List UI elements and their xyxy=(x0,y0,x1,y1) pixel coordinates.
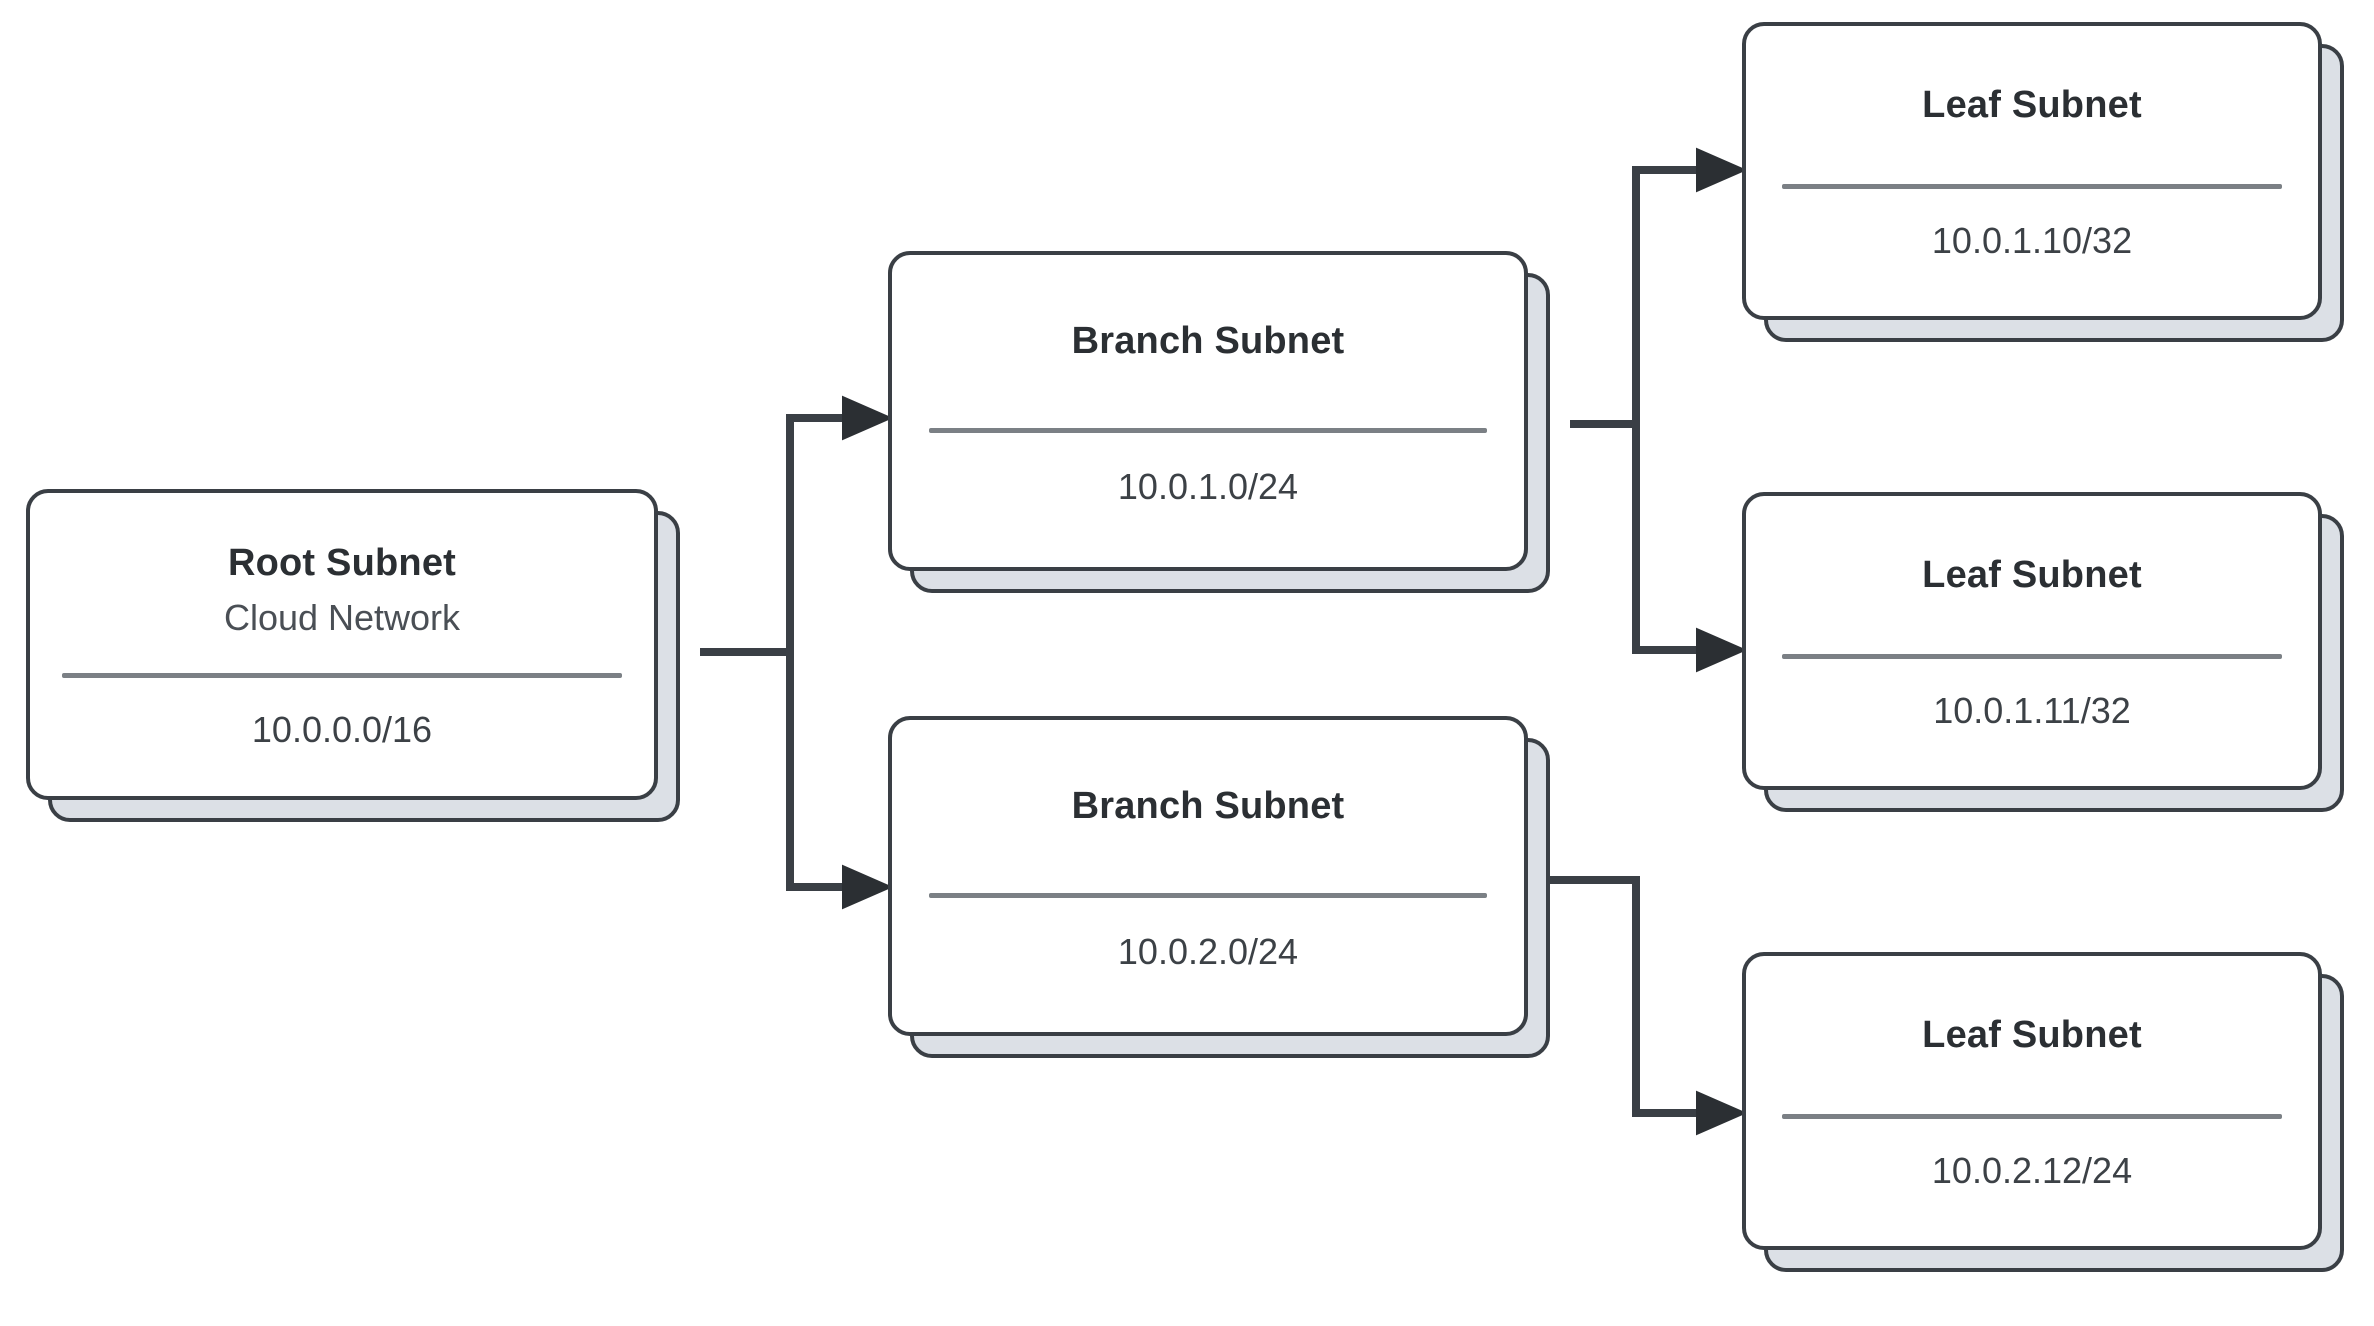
node-divider xyxy=(1782,183,2282,189)
node-divider xyxy=(1782,1113,2282,1119)
node-cidr: 10.0.1.10/32 xyxy=(1931,219,2133,261)
card-body: Branch Subnet 10.0.1.0/24 xyxy=(888,251,1528,571)
node-subtitle: Cloud Network xyxy=(223,596,461,638)
card-body: Leaf Subnet 10.0.1.11/32 xyxy=(1742,492,2322,790)
node-leaf-subnet-2[interactable]: Leaf Subnet 10.0.1.11/32 xyxy=(1742,492,2344,812)
edge-root-to-branch-2 xyxy=(786,652,894,910)
node-branch-subnet-2[interactable]: Branch Subnet 10.0.2.0/24 xyxy=(888,716,1550,1058)
node-cidr: 10.0.2.12/24 xyxy=(1931,1149,2133,1191)
node-title: Branch Subnet xyxy=(1071,320,1345,363)
node-title: Leaf Subnet xyxy=(1922,1014,2142,1057)
node-branch-subnet-1[interactable]: Branch Subnet 10.0.1.0/24 xyxy=(888,251,1550,593)
node-title: Root Subnet xyxy=(227,541,457,584)
node-cidr: 10.0.1.0/24 xyxy=(1117,465,1299,507)
card-body: Leaf Subnet 10.0.1.10/32 xyxy=(1742,22,2322,320)
edge-branch-2-to-leaf-3 xyxy=(1550,876,1748,1136)
card-body: Root Subnet Cloud Network 10.0.0.0/16 xyxy=(26,489,658,800)
node-title: Branch Subnet xyxy=(1071,785,1345,828)
card-body: Leaf Subnet 10.0.2.12/24 xyxy=(1742,952,2322,1250)
node-cidr: 10.0.2.0/24 xyxy=(1117,930,1299,972)
edge-branch-1-to-leaf-2 xyxy=(1632,424,1748,673)
node-divider xyxy=(1782,653,2282,659)
node-cidr: 10.0.0.0/16 xyxy=(251,708,433,750)
node-title: Leaf Subnet xyxy=(1922,554,2142,597)
node-leaf-subnet-1[interactable]: Leaf Subnet 10.0.1.10/32 xyxy=(1742,22,2344,342)
edge-root-to-branch-1 xyxy=(786,395,894,652)
node-title: Leaf Subnet xyxy=(1922,84,2142,127)
node-divider xyxy=(929,892,1487,898)
card-body: Branch Subnet 10.0.2.0/24 xyxy=(888,716,1528,1036)
node-leaf-subnet-3[interactable]: Leaf Subnet 10.0.2.12/24 xyxy=(1742,952,2344,1272)
node-divider xyxy=(62,672,622,678)
node-cidr: 10.0.1.11/32 xyxy=(1933,689,2131,731)
edge-branch-1-to-leaf-1 xyxy=(1632,147,1748,424)
node-divider xyxy=(929,427,1487,433)
node-root-subnet[interactable]: Root Subnet Cloud Network 10.0.0.0/16 xyxy=(26,489,680,822)
